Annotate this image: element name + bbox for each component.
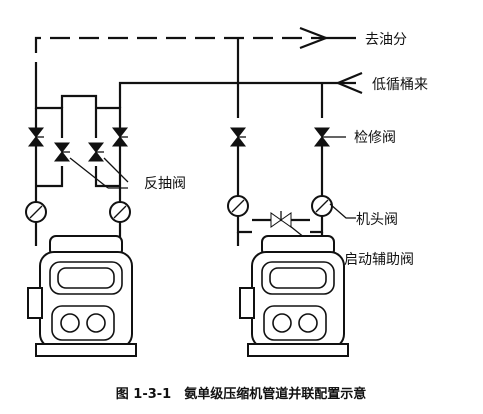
right-compressor bbox=[239, 235, 349, 357]
label-back-suction-valve: 反抽阀 bbox=[144, 176, 186, 192]
left-back-suction-valve-2 bbox=[87, 142, 105, 162]
figure-caption: 图 1-3-1 氨单级压缩机管道并联配置示意 bbox=[116, 386, 366, 402]
suction-line bbox=[118, 71, 363, 118]
start-aux-valve bbox=[270, 211, 292, 228]
left-discharge-valve bbox=[27, 127, 45, 147]
left-suction-valve bbox=[111, 127, 129, 147]
left-back-suction-valve-1 bbox=[53, 142, 71, 162]
label-from-low-circ-barrel: 低循桶来 bbox=[372, 77, 428, 93]
left-compressor bbox=[27, 235, 137, 357]
right-discharge-valve bbox=[229, 127, 247, 147]
right-unit-piping bbox=[236, 146, 324, 246]
label-check-valve: 检修阀 bbox=[354, 130, 396, 146]
label-start-aux-valve: 启动辅助阀 bbox=[344, 252, 414, 268]
left-head-valve-discharge bbox=[25, 201, 47, 223]
leader-back-suction-2 bbox=[103, 157, 129, 183]
right-suction-check-valve bbox=[313, 127, 331, 147]
label-to-oil-separator: 去油分 bbox=[365, 32, 407, 48]
left-head-valve-suction bbox=[109, 201, 131, 223]
leader-head-valve bbox=[329, 203, 356, 219]
discharge-line bbox=[34, 26, 356, 118]
leader-back-suction-1 bbox=[69, 157, 109, 189]
right-head-valve-suction bbox=[311, 195, 333, 217]
right-head-valve-discharge bbox=[227, 195, 249, 217]
label-machine-head-valve: 机头阀 bbox=[356, 212, 398, 228]
